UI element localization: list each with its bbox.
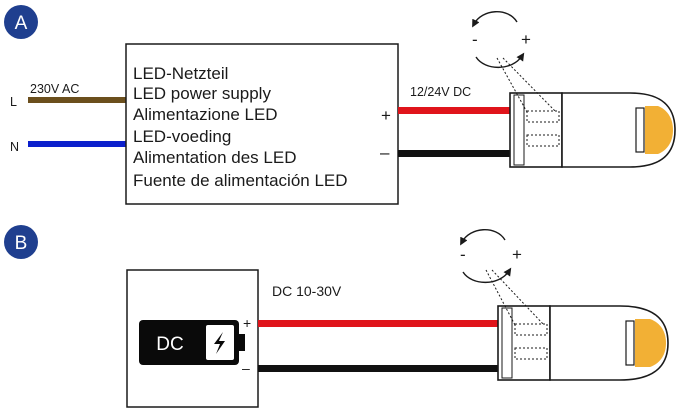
badge-a: A — [4, 5, 38, 39]
adjustment-dial-b: - + — [460, 229, 522, 284]
adjustment-dial-a: - + — [472, 11, 531, 69]
badge-b-label: B — [15, 233, 28, 254]
psu-line-2: LED power supply — [133, 84, 271, 103]
panel-b: B DC + – DC 10-30V — [4, 225, 669, 408]
connector-a — [496, 57, 563, 168]
badge-b: B — [4, 225, 38, 259]
dc-voltage-label: DC 10-30V — [272, 283, 342, 299]
dial-b-minus: - — [460, 245, 466, 264]
battery-icon: DC — [139, 320, 245, 365]
live-label: L — [10, 95, 17, 109]
psu-line-3: Alimentazione LED — [133, 105, 278, 124]
neutral-label: N — [10, 140, 19, 154]
power-supply-box — [125, 43, 399, 205]
led-lamp-b — [549, 305, 669, 381]
dial-b-plus: + — [512, 245, 522, 264]
input-voltage-label: 230V AC — [30, 82, 79, 96]
psu-line-4: LED-voeding — [133, 127, 231, 146]
live-wire — [28, 97, 126, 103]
psu-plus-sign: + — [381, 106, 391, 125]
psu-line-5: Alimentation des LED — [133, 148, 296, 167]
psu-minus-sign: – — [380, 143, 390, 162]
neutral-wire — [28, 141, 126, 147]
positive-wire-b — [258, 320, 500, 327]
positive-wire-a — [398, 107, 512, 114]
negative-wire-b — [258, 365, 500, 372]
source-plus-sign: + — [243, 315, 251, 331]
battery-label: DC — [156, 334, 183, 355]
psu-line-6: Fuente de alimentación LED — [133, 171, 348, 190]
led-lamp-a — [561, 92, 676, 168]
dial-a-minus: - — [472, 30, 478, 49]
source-minus-sign: – — [242, 360, 250, 376]
dial-a-plus: + — [521, 30, 531, 49]
output-voltage-label: 12/24V DC — [410, 85, 471, 99]
psu-line-1: LED-Netzteil — [133, 64, 228, 83]
panel-a: A L N 230V AC LED-Netzteil LED power sup… — [4, 5, 676, 205]
badge-a-label: A — [15, 13, 28, 34]
connector-b — [485, 269, 551, 381]
negative-wire-a — [398, 150, 512, 157]
